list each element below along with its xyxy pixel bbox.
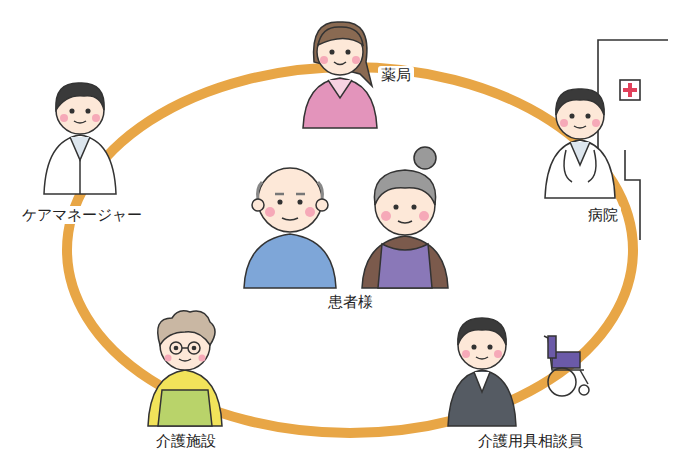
pharmacy-label: 薬局: [378, 66, 414, 84]
pharmacist-figure: [303, 22, 377, 128]
care-manager-label: ケアマネージャー: [19, 206, 145, 224]
equipment-consultant-label: 介護用具相談員: [475, 432, 586, 450]
care-manager-figure: [44, 83, 116, 194]
patient-label: 患者様: [325, 293, 376, 311]
patient-woman-figure: [362, 147, 448, 288]
care-facility-label: 介護施設: [153, 432, 219, 450]
hospital-label: 病院: [585, 206, 621, 224]
patient-man-figure: [244, 168, 336, 288]
doctor-figure: [545, 89, 615, 198]
equipment-consultant-figure: [448, 318, 516, 426]
cooperation-ring: [67, 67, 633, 433]
wheelchair-icon: [544, 336, 589, 396]
care-worker-figure: [148, 311, 222, 426]
